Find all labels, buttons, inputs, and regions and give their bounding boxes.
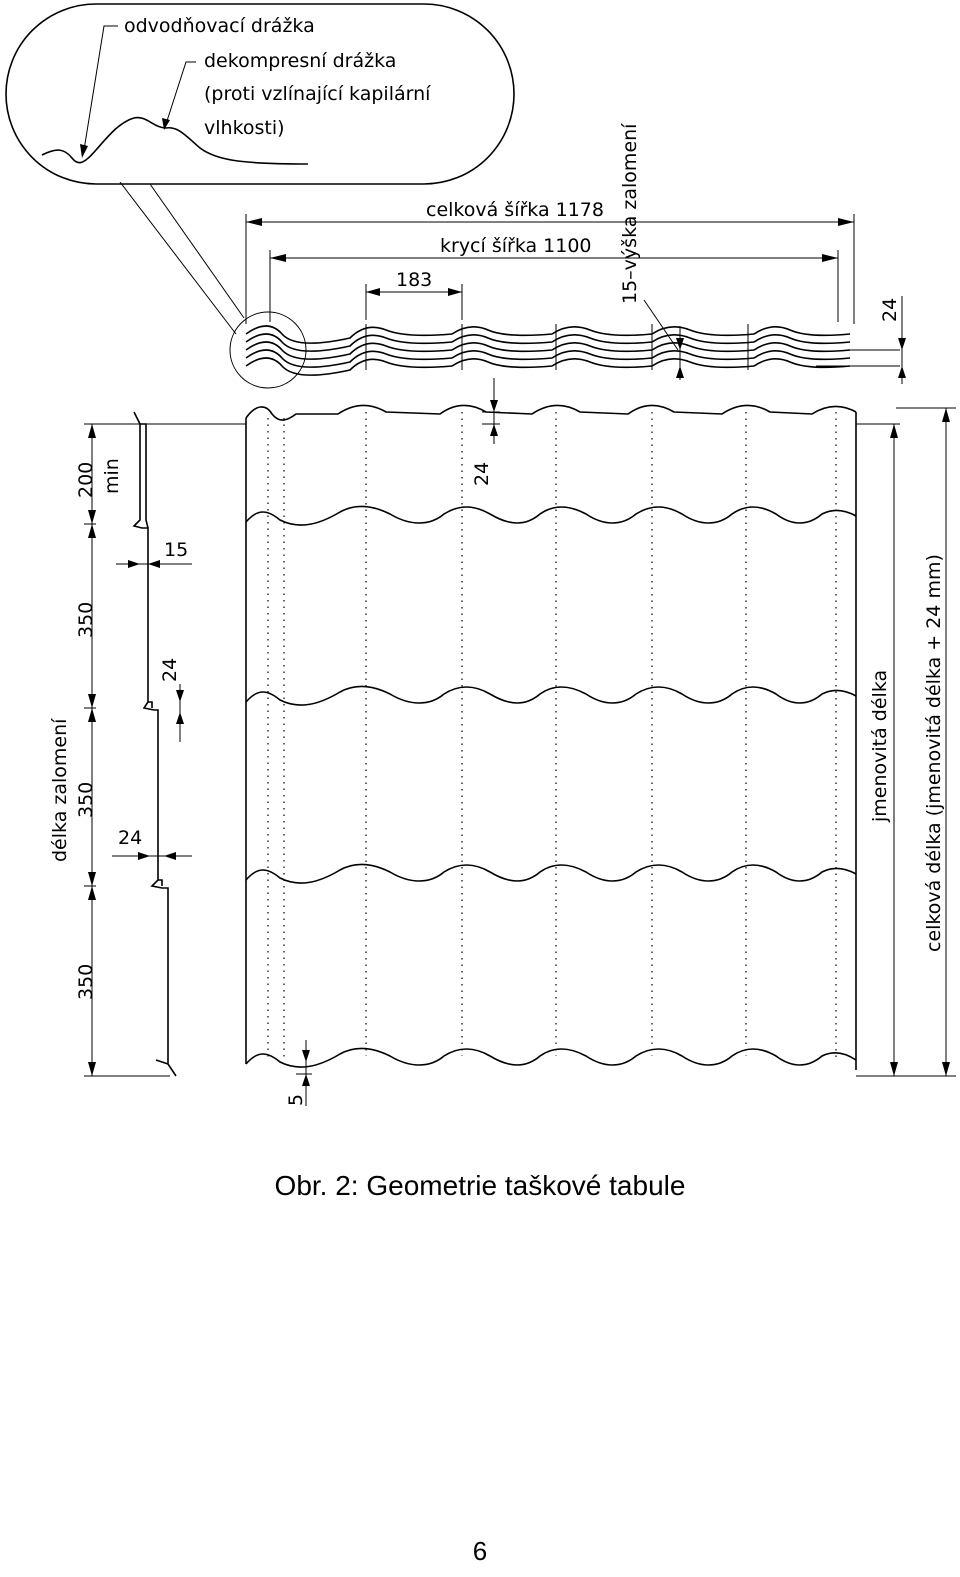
label-right-24: 24 bbox=[879, 298, 901, 322]
label-min: min bbox=[101, 458, 123, 494]
label-min-200: 200 bbox=[75, 462, 97, 498]
label-decompression-groove-note: (proti vzlínající kapilární bbox=[204, 83, 431, 105]
label-decompression-groove-note-end: vlhkosti) bbox=[204, 117, 285, 139]
label-step-height: 15–výška zalomení bbox=[619, 123, 641, 304]
width-dimensions bbox=[245, 214, 906, 384]
label-total-width: celková šířka 1178 bbox=[426, 199, 604, 221]
side-step-profile bbox=[132, 411, 177, 1077]
label-350-first: 350 bbox=[75, 602, 97, 638]
label-350-third: 350 bbox=[75, 964, 97, 1000]
label-step-length: délka zalomení bbox=[49, 718, 71, 862]
sheet-plan-view bbox=[245, 404, 857, 1070]
top-24-dimension bbox=[482, 378, 500, 444]
label-24-horizontal: 24 bbox=[118, 827, 142, 849]
label-total-length: celková délka (jmenovitá délka + 24 mm) bbox=[923, 554, 945, 952]
figure-caption: Obr. 2: Geometrie taškové tabule bbox=[274, 1170, 686, 1201]
left-length-dimensions bbox=[84, 423, 312, 1106]
label-drain-groove: odvodňovací drážka bbox=[124, 15, 315, 37]
page-number: 6 bbox=[472, 1536, 488, 1566]
label-5: 5 bbox=[285, 1094, 307, 1106]
profile-cross-section bbox=[245, 324, 900, 376]
groove-detail-callout bbox=[5, 3, 515, 389]
label-top-24: 24 bbox=[471, 462, 493, 486]
label-nominal-length: jmenovitá délka bbox=[869, 670, 891, 823]
label-15: 15 bbox=[164, 539, 188, 561]
label-350-second: 350 bbox=[75, 782, 97, 818]
right-length-dimensions bbox=[856, 407, 956, 1077]
label-wave-pitch: 183 bbox=[396, 269, 432, 291]
label-decompression-groove: dekompresní drážka bbox=[204, 50, 396, 72]
label-24-vertical: 24 bbox=[159, 658, 181, 682]
label-cover-width: krycí šířka 1100 bbox=[440, 235, 592, 257]
